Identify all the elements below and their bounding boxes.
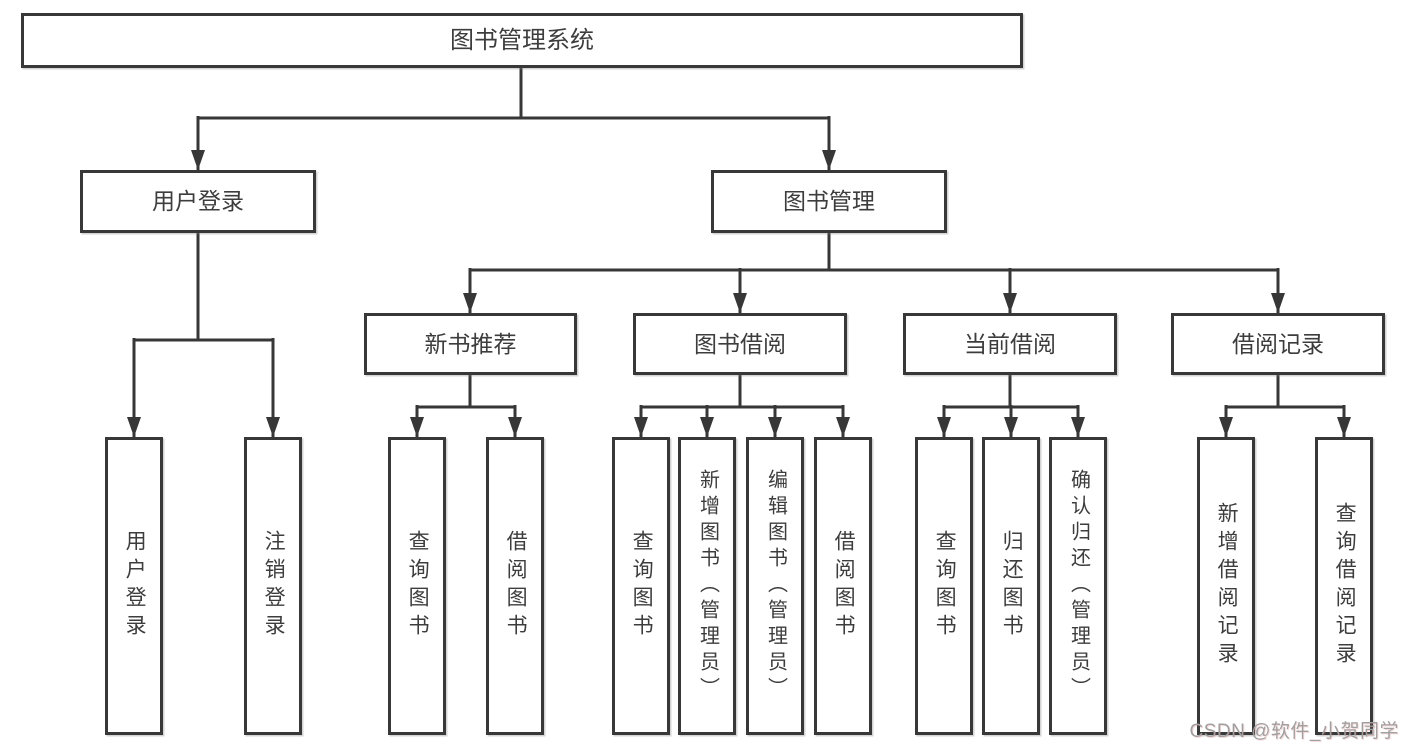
node-records-add-record: 新增借阅记录 — [1197, 437, 1255, 735]
node-user-login: 用户登录 — [80, 170, 316, 233]
csdn-watermark: CSDN @软件_小贺同学 — [1189, 721, 1399, 742]
node-borrow-edit-book-admin: 编辑图书（管理员） — [746, 437, 804, 735]
node-library-management-system: 图书管理系统 — [21, 13, 1023, 68]
node-recommend-query-book: 查询图书 — [388, 437, 446, 735]
node-records-query-record: 查询借阅记录 — [1315, 437, 1373, 735]
node-book-borrow: 图书借阅 — [633, 313, 847, 375]
node-book-management: 图书管理 — [711, 170, 947, 233]
node-current-query-book: 查询图书 — [915, 437, 973, 735]
node-current-return-book: 归还图书 — [982, 437, 1040, 735]
node-recommend-borrow-book: 借阅图书 — [486, 437, 544, 735]
node-leaf-logout: 注销登录 — [244, 437, 302, 735]
node-current-borrow: 当前借阅 — [903, 313, 1117, 375]
node-borrow-query-book: 查询图书 — [612, 437, 670, 735]
node-new-book-recommend: 新书推荐 — [364, 313, 577, 375]
node-current-confirm-return-admin: 确认归还（管理员） — [1049, 437, 1107, 735]
node-borrow-add-book-admin: 新增图书（管理员） — [678, 437, 736, 735]
node-leaf-user-login: 用户登录 — [105, 437, 163, 735]
node-borrow-records: 借阅记录 — [1171, 313, 1385, 375]
node-borrow-borrow-book: 借阅图书 — [814, 437, 872, 735]
